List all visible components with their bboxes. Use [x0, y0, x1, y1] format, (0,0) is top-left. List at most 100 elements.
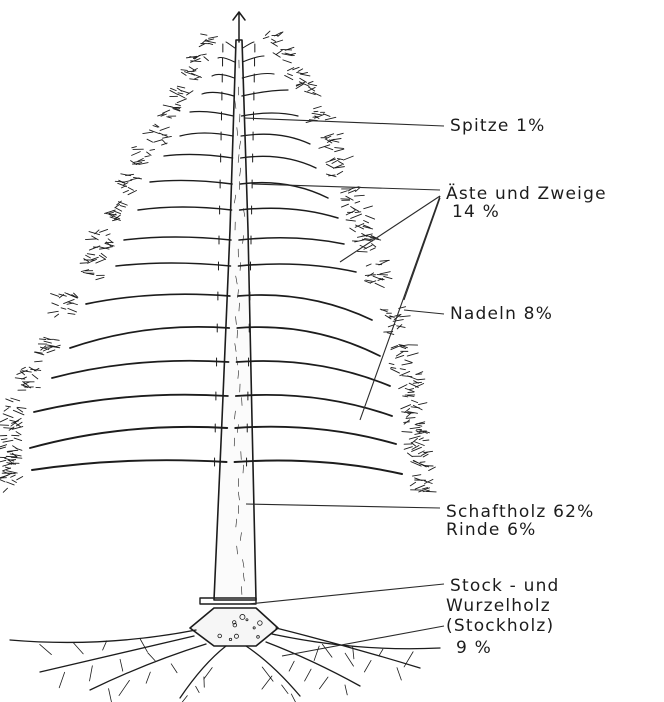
needle-tuft	[402, 432, 412, 433]
needle-tuft	[86, 239, 97, 240]
needle-tuft	[288, 68, 294, 71]
rootlet	[289, 661, 294, 671]
branch-right	[243, 42, 254, 48]
needle-tuft	[178, 94, 185, 98]
needle-tuft	[325, 147, 333, 150]
needle-tuft	[3, 414, 13, 418]
rootlet	[262, 676, 272, 689]
needle-tuft	[132, 152, 141, 156]
needle-tuft	[35, 361, 43, 362]
branch-right	[237, 361, 390, 386]
needle-tuft	[370, 248, 375, 250]
needle-tuft	[405, 360, 412, 363]
branch-left	[30, 427, 227, 448]
needle-tuft	[276, 50, 282, 54]
needle-tuft	[285, 75, 293, 79]
rootlet	[319, 677, 328, 689]
label-schaftholz: Schaftholz 62%	[446, 502, 595, 522]
rootlet	[262, 667, 273, 681]
label-stock-und: Stock - und	[450, 576, 560, 596]
branch-left	[124, 237, 231, 240]
needle-tuft	[86, 255, 91, 258]
label-aeste-percent: 14 %	[452, 202, 500, 222]
branch-left	[202, 92, 234, 96]
needle-tuft	[412, 475, 420, 476]
needle-tuft	[388, 317, 393, 318]
needle-tuft	[131, 178, 139, 180]
needle-tuft	[400, 316, 411, 317]
needle-tuft	[410, 427, 420, 428]
root	[180, 646, 226, 698]
rootlet	[140, 639, 147, 652]
branch-right	[242, 90, 288, 96]
needle-tuft	[96, 277, 104, 279]
rootlet	[90, 666, 93, 681]
needle-tuft	[12, 480, 16, 483]
needle-tuft	[419, 438, 423, 440]
needle-tuft	[391, 368, 396, 369]
needle-tuft	[288, 74, 293, 76]
needle-tuft	[55, 314, 59, 317]
rootlet	[59, 672, 64, 688]
needle-tuft	[113, 211, 121, 214]
needle-tuft	[283, 60, 291, 63]
needle-tuft	[16, 432, 21, 435]
leader-tip	[233, 12, 245, 42]
label-nadeln: Nadeln 8%	[450, 304, 553, 324]
needle-tuft	[355, 212, 361, 213]
branch-right	[238, 264, 356, 272]
needle-tuft	[160, 127, 169, 130]
needle-tuft	[7, 450, 18, 451]
needle-tuft	[407, 453, 412, 457]
rootlet	[282, 685, 288, 694]
root	[90, 644, 206, 690]
needle-tuft	[150, 149, 155, 150]
needle-tuft	[113, 220, 118, 221]
needle-tuft	[52, 347, 60, 348]
branch-right	[237, 327, 380, 356]
needle-tuft	[6, 406, 11, 407]
rootlet	[196, 686, 199, 692]
label-aeste-und-zweige: Äste und Zweige	[446, 184, 607, 204]
needle-tuft	[105, 243, 114, 246]
needle-tuft	[402, 376, 412, 377]
needle-tuft	[32, 374, 38, 378]
needle-tuft	[314, 106, 322, 108]
needle-tuft	[87, 254, 94, 255]
needle-tuft	[21, 367, 25, 369]
needle-tuft	[132, 147, 137, 148]
needle-tuft	[3, 488, 7, 492]
needle-tuft	[400, 369, 405, 370]
leader-line	[360, 196, 440, 420]
needle-tuft	[47, 350, 55, 353]
needle-tuft	[389, 363, 394, 364]
needle-tuft	[308, 81, 313, 83]
needle-tuft	[341, 191, 348, 193]
rootlet	[291, 694, 296, 702]
needle-tuft	[128, 187, 133, 190]
needle-tuft	[409, 436, 420, 439]
branch-right	[235, 427, 396, 444]
needle-tuft	[291, 53, 295, 54]
branch-right	[243, 56, 264, 62]
needle-tuft	[365, 275, 375, 276]
needle-tuft	[384, 276, 392, 278]
label-spitze: Spitze 1%	[450, 116, 546, 136]
needle-tuft	[339, 161, 344, 164]
needle-tuft	[199, 44, 205, 47]
branch-left	[70, 327, 229, 348]
rootlet	[364, 660, 371, 672]
branch-left	[34, 395, 228, 412]
needle-tuft	[408, 396, 414, 397]
needle-tuft	[397, 326, 405, 328]
needle-tuft	[191, 73, 201, 77]
needle-tuft	[364, 221, 369, 223]
rootlet	[40, 644, 52, 654]
needle-tuft	[143, 132, 153, 133]
needle-tuft	[355, 201, 360, 203]
needle-tuft	[3, 440, 13, 442]
needle-tuft	[109, 212, 113, 213]
needle-tuft	[6, 399, 13, 402]
needle-tuft	[418, 451, 424, 454]
